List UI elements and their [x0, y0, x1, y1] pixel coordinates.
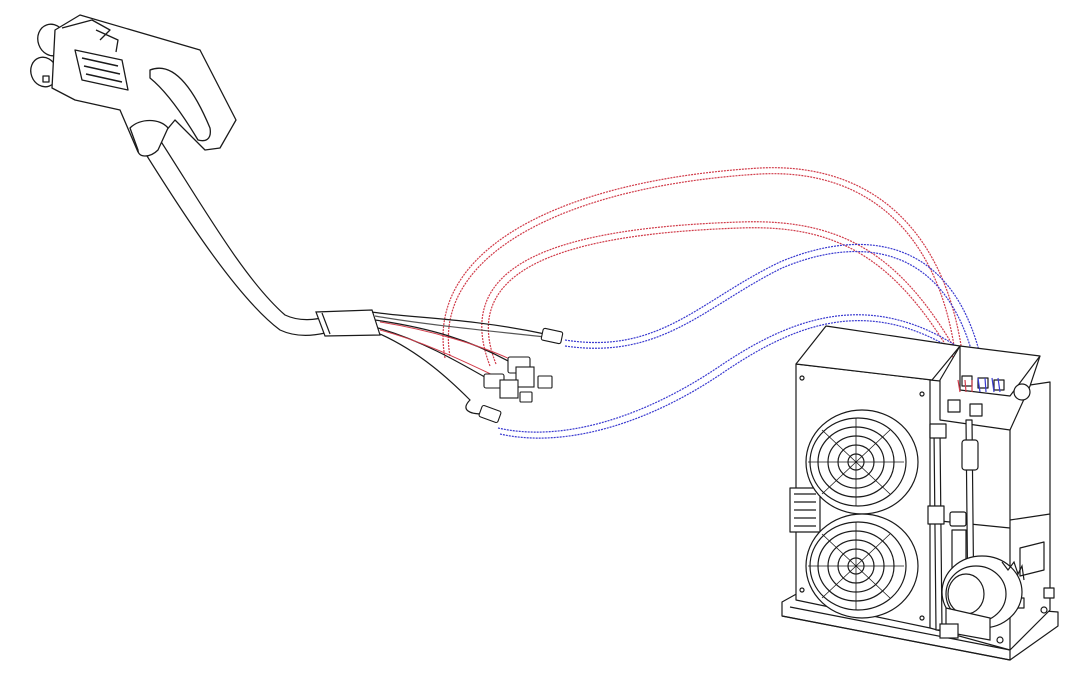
fan-lower	[805, 513, 919, 619]
cable-fanout-2	[374, 319, 511, 363]
blue-hose-upper-b	[564, 251, 979, 379]
cable-outline-bottom	[141, 147, 326, 336]
vertical-pipe-left	[933, 429, 943, 631]
blue-hose-lower-a	[497, 314, 999, 433]
fitting-upper	[540, 327, 564, 345]
cable-fanout-5	[374, 315, 556, 339]
fitting-mid-c	[537, 375, 553, 389]
cable-outline-top	[159, 139, 331, 321]
twin-radiator-fans	[805, 409, 919, 619]
blue-coolant-hoses	[497, 243, 999, 439]
cable-sleeve-inner	[321, 312, 331, 335]
cable-sleeve	[315, 309, 381, 337]
manifold-cap	[1013, 383, 1031, 401]
cable-fanout-1	[371, 311, 546, 335]
fitting-low-b	[499, 379, 519, 399]
red-coolant-hoses	[442, 167, 973, 381]
fitting-mid-b	[515, 366, 535, 388]
handle-right	[1019, 541, 1045, 577]
red-wire-leads	[379, 321, 513, 377]
fitting-low-c	[519, 391, 533, 403]
connector-collar	[129, 119, 169, 157]
blue-hose-upper-a	[564, 243, 986, 379]
hose-fittings	[478, 327, 564, 424]
red-hose-inner-b	[487, 227, 967, 381]
connector-grip-loop	[149, 67, 211, 142]
charging-connector-handle	[30, 14, 237, 157]
red-hose-inner-a	[481, 221, 973, 381]
cable-fanout-4	[379, 333, 483, 415]
cable-fanout-3	[377, 327, 491, 381]
coolant-pump	[939, 555, 1025, 641]
fan-upper	[805, 409, 919, 515]
blue-hose-lower-b	[499, 320, 993, 439]
fitting-bottom	[478, 404, 502, 424]
red-hose-outer-b	[447, 173, 959, 381]
hose-manifold-ends	[957, 377, 1001, 393]
charging-cable	[141, 139, 556, 415]
